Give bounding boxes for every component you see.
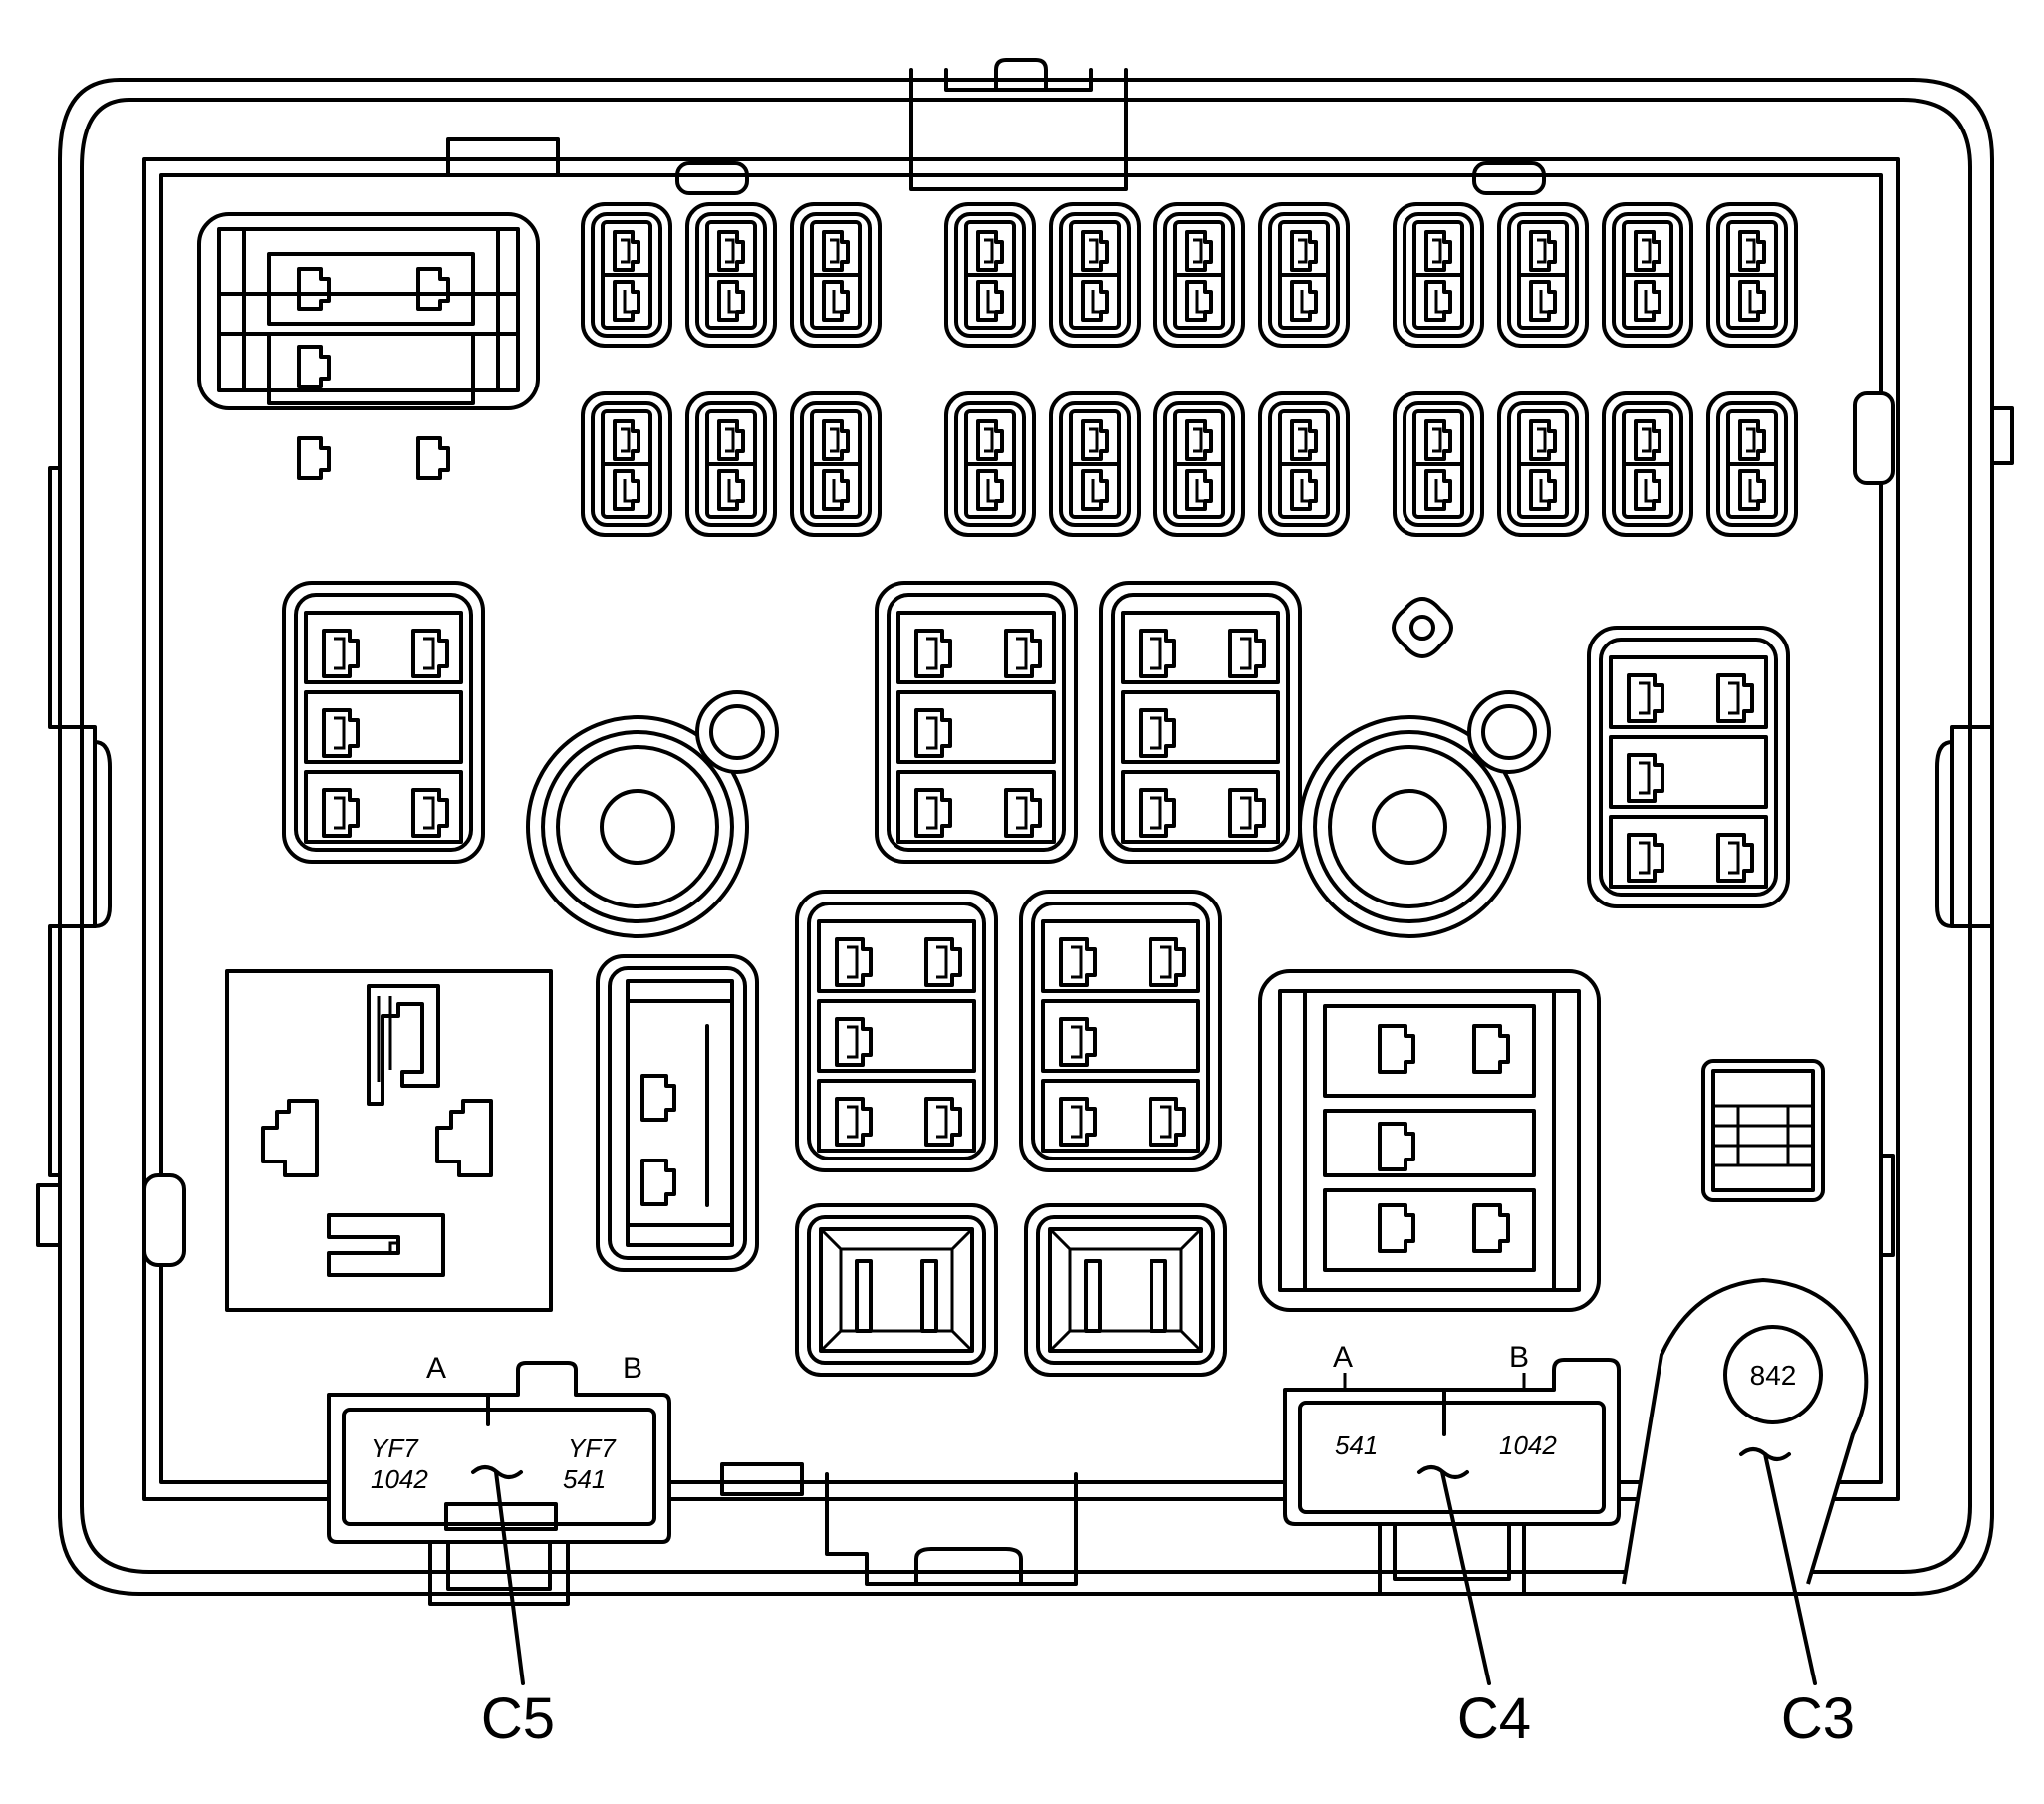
relay-center-left	[875, 581, 1078, 864]
mini-fuse-row-bottom	[581, 391, 1798, 537]
mounting-boss-left	[526, 690, 779, 938]
maxi-fuse-right	[1024, 1203, 1227, 1377]
c5-left-wire-2: 1042	[371, 1464, 428, 1494]
connector-c4: A B 541 1042 C4	[1283, 1341, 1621, 1751]
relay-vertical	[596, 954, 759, 1272]
maxi-fuse-left	[795, 1203, 998, 1377]
c5-right-wire-2: 541	[563, 1464, 606, 1494]
c4-right-wire: 1042	[1499, 1430, 1557, 1460]
relay-lower-right	[1258, 969, 1601, 1312]
fuse-block-housing	[36, 58, 2014, 1596]
c3-callout: C3	[1781, 1686, 1855, 1751]
relay-left	[282, 581, 485, 864]
mounting-boss-right	[1298, 690, 1551, 938]
diagnostic-connector	[1701, 1059, 1825, 1202]
c5-pin-b-label: B	[623, 1352, 642, 1385]
c4-callout: C4	[1457, 1686, 1531, 1751]
relay-socket-lower-left	[225, 969, 553, 1312]
relay-lower-left	[795, 890, 998, 1172]
c3-leader-line	[1763, 1452, 1817, 1685]
c4-leader-line	[1440, 1470, 1491, 1685]
connector-c3: 842 C3	[1622, 1278, 1869, 1751]
c5-right-wire-1: YF7	[568, 1433, 617, 1463]
mini-fuse-row-top	[581, 202, 1798, 348]
connector-c5: A B YF7 1042 YF7 541 C5	[327, 1352, 671, 1751]
c4-pin-b-label: B	[1509, 1341, 1529, 1374]
c5-callout: C5	[481, 1686, 555, 1751]
relay-right	[1587, 626, 1790, 908]
c4-pin-a-label: A	[1333, 1341, 1353, 1374]
c5-left-wire-1: YF7	[371, 1433, 419, 1463]
relay-center-right	[1099, 581, 1302, 864]
c3-stud-number: 842	[1750, 1360, 1797, 1391]
relay-lower-center	[1019, 890, 1222, 1172]
c5-leader-line	[494, 1470, 525, 1685]
c5-pin-a-label: A	[426, 1352, 446, 1385]
relay-top-left	[197, 212, 540, 480]
locator-pin	[1392, 597, 1453, 658]
c4-left-wire: 541	[1335, 1430, 1378, 1460]
